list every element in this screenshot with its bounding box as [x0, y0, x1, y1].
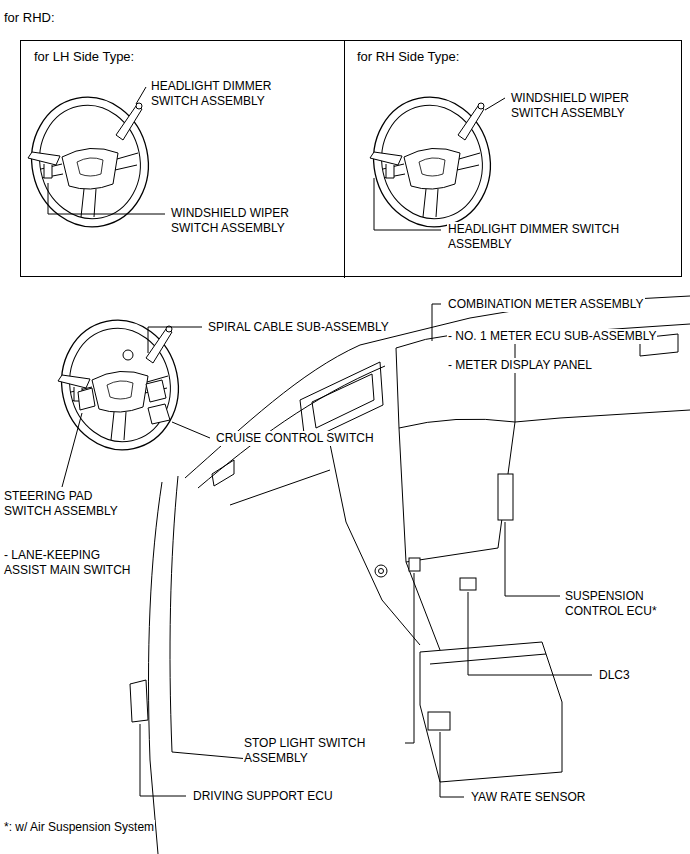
part-label: SUSPENSION CONTROL ECU* — [564, 589, 686, 619]
part-label: HEADLIGHT DIMMER SWITCH ASSEMBLY — [150, 79, 302, 109]
part-label: - NO. 1 METER ECU SUB-ASSEMBLY — [447, 329, 657, 344]
part-label: CRUISE CONTROL SWITCH — [215, 431, 375, 446]
part-label: - METER DISPLAY PANEL — [447, 358, 593, 373]
panel-heading: for LH Side Type: — [34, 49, 134, 65]
group-heading: for RHD: — [4, 10, 55, 26]
part-label: STEERING PAD SWITCH ASSEMBLY — [3, 489, 135, 519]
part-label: DLC3 — [598, 668, 631, 683]
footnote: *: w/ Air Suspension System — [3, 820, 155, 835]
panel-heading: for RH Side Type: — [357, 49, 459, 65]
part-label: SPIRAL CABLE SUB-ASSEMBLY — [207, 320, 390, 335]
part-label: HEADLIGHT DIMMER SWITCH ASSEMBLY — [447, 222, 654, 252]
part-label: COMBINATION METER ASSEMBLY — [447, 297, 645, 312]
panel-box: for LH Side Type: — [21, 41, 344, 278]
part-label: YAW RATE SENSOR — [470, 790, 586, 805]
part-label: WINDSHIELD WIPER SWITCH ASSEMBLY — [170, 206, 322, 236]
part-label: WINDSHIELD WIPER SWITCH ASSEMBLY — [510, 91, 662, 121]
part-label: DRIVING SUPPORT ECU — [192, 789, 334, 804]
part-label: STOP LIGHT SWITCH ASSEMBLY — [243, 736, 405, 766]
part-label: - LANE-KEEPING ASSIST MAIN SWITCH — [3, 548, 145, 578]
leader-line — [48, 87, 592, 797]
